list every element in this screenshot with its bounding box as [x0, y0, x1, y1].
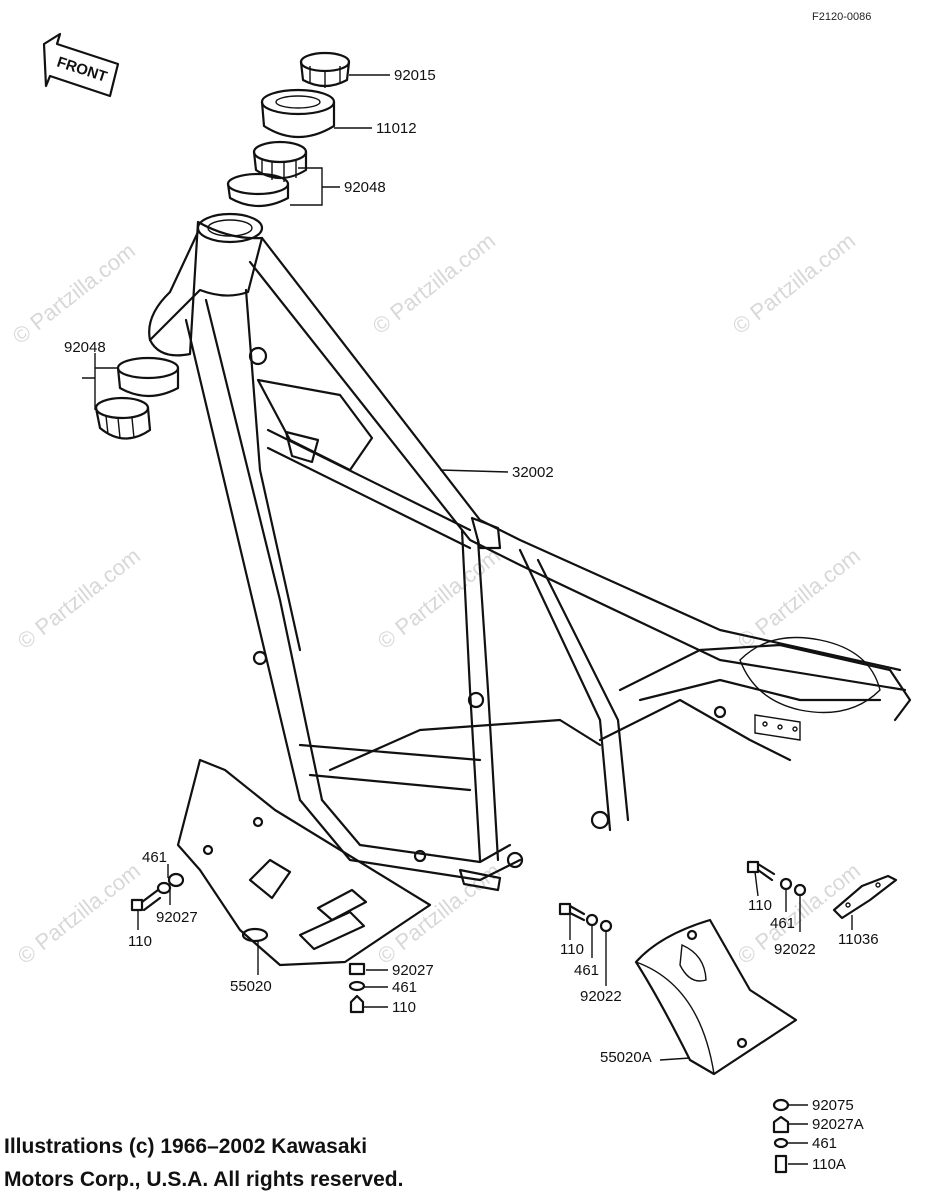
motorcycle-frame-icon: [148, 212, 912, 892]
steering-bearing-upper-icon: [252, 140, 308, 182]
hardware-right-icon: [746, 860, 807, 897]
watermark-text: © Partzilla.com: [8, 238, 140, 349]
watermark-layer: © Partzilla.com © Partzilla.com © Partzi…: [8, 228, 865, 969]
bracket-icon: [832, 874, 898, 920]
watermark-text: © Partzilla.com: [728, 228, 860, 339]
part-label-92027-left: 92027: [156, 909, 198, 926]
part-label-11036: 11036: [838, 931, 879, 948]
part-label-55020: 55020: [230, 978, 272, 995]
hardware-left-icon: [130, 872, 185, 912]
part-label-110-middle: 110: [560, 941, 584, 958]
steering-race-upper-icon: [226, 172, 290, 208]
front-arrow-icon: FRONT: [42, 32, 120, 98]
part-label-461-middle: 461: [574, 962, 599, 979]
part-label-110-bottom: 110: [392, 999, 416, 1016]
figure-code: F2120-0086: [812, 11, 871, 23]
part-label-110-right: 110: [748, 897, 772, 914]
copyright-notice: Illustrations (c) 1966–2002 Kawasaki Mot…: [4, 1130, 403, 1196]
part-label-92048-left: 92048: [64, 339, 106, 356]
part-label-110-left: 110: [128, 933, 152, 950]
watermark-text: © Partzilla.com: [368, 228, 500, 339]
part-label-110A: 110A: [812, 1156, 846, 1173]
part-label-461-bottom-right: 461: [812, 1135, 837, 1152]
part-label-92022-right: 92022: [774, 941, 816, 958]
part-label-92015: 92015: [394, 67, 436, 84]
part-label-92027A: 92027A: [812, 1116, 864, 1133]
watermark-text: © Partzilla.com: [13, 858, 145, 969]
hardware-bottom-right-icon: [772, 1098, 790, 1174]
part-label-461-right: 461: [770, 915, 795, 932]
steering-bearing-lower-icon: [94, 396, 152, 440]
skid-plate-rear-icon: [634, 918, 798, 1076]
skid-plate-icon: [176, 758, 432, 967]
part-label-55020A: 55020A: [600, 1049, 652, 1066]
part-label-11012: 11012: [376, 120, 417, 137]
part-label-92048-top: 92048: [344, 179, 386, 196]
part-label-32002: 32002: [512, 464, 554, 481]
hardware-middle-icon: [558, 902, 613, 933]
steering-race-lower-icon: [116, 356, 180, 398]
steering-stem-seal-icon: [260, 88, 336, 138]
hardware-bottom-icon: [348, 962, 366, 1014]
copyright-line-2: Motors Corp., U.S.A. All rights reserved…: [4, 1168, 404, 1191]
copyright-line-1: Illustrations (c) 1966–2002 Kawasaki: [4, 1135, 368, 1158]
part-label-92027-bottom: 92027: [392, 962, 434, 979]
part-label-92022-middle: 92022: [580, 988, 622, 1005]
steering-nut-icon: [299, 51, 351, 88]
part-label-92075: 92075: [812, 1097, 854, 1114]
part-labels: 92015 11012 92048 92048 32002 461 92027 …: [64, 67, 879, 1173]
leader-lines: [82, 74, 853, 1165]
part-label-461-left: 461: [142, 849, 167, 866]
part-label-461-bottom: 461: [392, 979, 417, 996]
watermark-text: © Partzilla.com: [13, 543, 145, 654]
